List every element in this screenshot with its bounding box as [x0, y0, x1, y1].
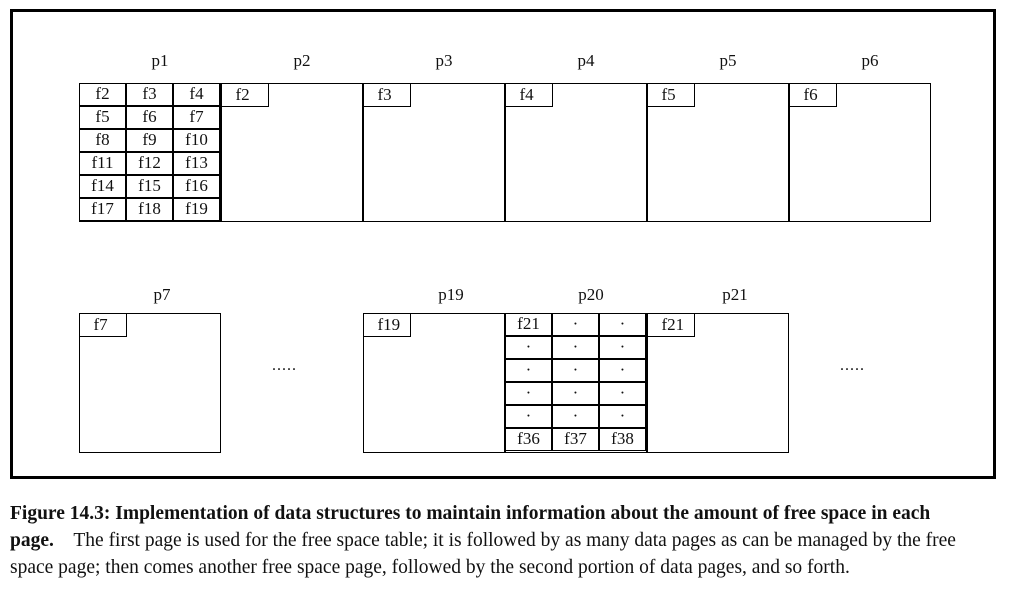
p1-table-cell: f9 [126, 129, 173, 152]
caption-title: Figure 14.3: Implementation of data stru… [10, 503, 931, 551]
page-label-p4: p4 [577, 51, 595, 70]
p1-table-cell: f16 [173, 175, 220, 198]
p1-table-cell: f15 [126, 175, 173, 198]
p20-table-cell: · [552, 405, 599, 428]
ellipsis-after-p21: ..... [840, 357, 865, 374]
p20-table-cell: · [599, 382, 646, 405]
p20-table-cell: · [505, 405, 552, 428]
p1-table-cell: f18 [126, 198, 173, 221]
page-label-p2: p2 [293, 51, 311, 70]
page-label-p19: p19 [438, 285, 464, 304]
page-tag-p4: f4 [504, 82, 553, 107]
page-tag-p6: f6 [788, 82, 837, 107]
p1-table-cell: f14 [79, 175, 126, 198]
figure-caption: Figure 14.3: Implementation of data stru… [10, 500, 1000, 581]
page-p21: f21 [646, 312, 789, 453]
p20-table-cell: f38 [599, 428, 646, 451]
p20-table-cell: · [552, 382, 599, 405]
figure-frame [10, 9, 996, 479]
p20-table-cell: · [552, 336, 599, 359]
p1-table-cell: f4 [173, 83, 220, 106]
p1-table-cell: f2 [79, 83, 126, 106]
page-p3: f3 [362, 82, 505, 222]
page-label-p21: p21 [722, 285, 748, 304]
ellipsis-after-p7: ..... [272, 357, 297, 374]
p1-table-cell: f6 [126, 106, 173, 129]
page-tag-p7: f7 [78, 312, 127, 337]
p1-table-cell: f7 [173, 106, 220, 129]
p20-table-cell: · [505, 336, 552, 359]
page-label-p6: p6 [861, 51, 879, 70]
page-p2: f2 [220, 82, 363, 222]
p1-table-cell: f17 [79, 198, 126, 221]
page-tag-p3: f3 [362, 82, 411, 107]
p20-table-cell: f36 [505, 428, 552, 451]
caption-body: The first page is used for the free spac… [10, 530, 956, 578]
page-p6: f6 [788, 82, 931, 222]
p1-table-cell: f3 [126, 83, 173, 106]
p1-table-cell: f8 [79, 129, 126, 152]
p20-table-cell: · [599, 405, 646, 428]
page-p19: f19 [362, 312, 505, 453]
page-tag-p2: f2 [220, 82, 269, 107]
p1-table-cell: f11 [79, 152, 126, 175]
page-p5: f5 [646, 82, 789, 222]
p20-table-cell: f21 [505, 313, 552, 336]
page-p7: f7 [78, 312, 221, 453]
page-label-p3: p3 [435, 51, 453, 70]
page-label-p1: p1 [151, 51, 169, 70]
caption-title-end: . [49, 530, 54, 551]
p1-table-cell: f5 [79, 106, 126, 129]
page-p4: f4 [504, 82, 647, 222]
p20-table-cell: · [505, 382, 552, 405]
p1-table-cell: f12 [126, 152, 173, 175]
p1-table-cell: f13 [173, 152, 220, 175]
p1-table-cell: f19 [173, 198, 220, 221]
p1-table-cell: f10 [173, 129, 220, 152]
p20-table-cell: · [552, 313, 599, 336]
p20-table-cell: · [599, 313, 646, 336]
page-label-p5: p5 [719, 51, 737, 70]
p20-table-cell: f37 [552, 428, 599, 451]
p20-table-cell: · [505, 359, 552, 382]
p20-table-cell: · [552, 359, 599, 382]
page-tag-p21: f21 [646, 312, 695, 337]
page-label-p7: p7 [153, 285, 171, 304]
page-label-p20: p20 [578, 285, 604, 304]
page-tag-p19: f19 [362, 312, 411, 337]
p20-table-cell: · [599, 336, 646, 359]
page-tag-p5: f5 [646, 82, 695, 107]
p20-table-cell: · [599, 359, 646, 382]
